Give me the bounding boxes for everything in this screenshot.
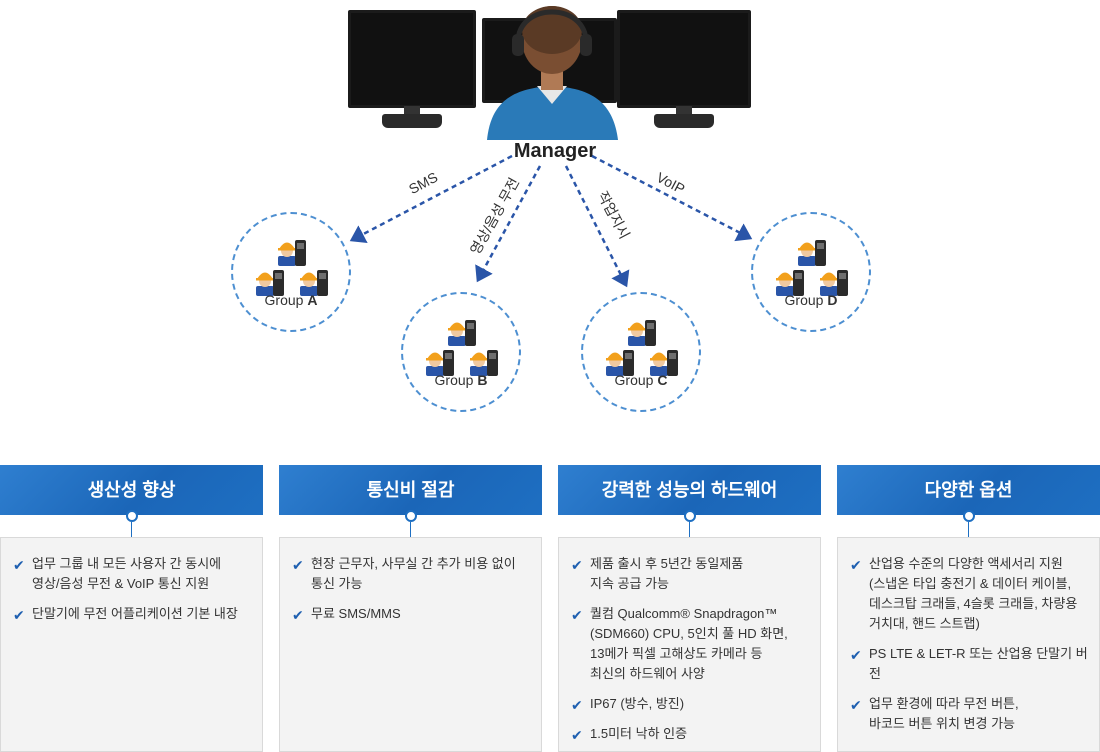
feature-card-options: 다양한 옵션 ✔산업용 수준의 다양한 액세서리 지원 (스냅온 타입 충전기 … [837,465,1100,752]
feature-title: 생산성 향상 [0,465,263,515]
feature-item: ✔무료 SMS/MMS [292,606,401,623]
feature-card-productivity: 생산성 향상 ✔업무 그룹 내 모든 사용자 간 동시에 영상/음성 무전 & … [0,465,263,752]
check-icon: ✔ [13,557,25,573]
check-icon: ✔ [571,557,583,573]
connector [558,510,821,537]
worker-with-device-icon [606,320,678,376]
feature-title: 통신비 절감 [279,465,542,515]
feature-list: ✔산업용 수준의 다양한 액세서리 지원 (스냅온 타입 충전기 & 데이터 케… [850,554,1089,734]
feature-body: ✔업무 그룹 내 모든 사용자 간 동시에 영상/음성 무전 & VoIP 통신… [0,537,263,752]
check-icon: ✔ [571,607,583,623]
group-c-label: Group C [614,372,668,388]
worker-icon [470,350,498,376]
group-b-node: Group B [401,292,521,412]
arrow-sms [349,154,513,244]
manager-label: Manager [513,140,597,162]
connector [279,510,542,537]
feature-item: ✔제품 출시 후 5년간 동일제품 지속 공급 가능 [571,556,744,591]
feature-body: ✔제품 출시 후 5년간 동일제품 지속 공급 가능 ✔퀄컴 Qualcomm®… [558,537,821,752]
check-icon: ✔ [571,727,583,743]
monitor-left [348,10,476,128]
group-c-node: Group C [581,292,701,412]
feature-item: ✔산업용 수준의 다양한 액세서리 지원 (스냅온 타입 충전기 & 데이터 케… [850,556,1078,631]
worker-icon [300,270,328,296]
feature-list: ✔제품 출시 후 5년간 동일제품 지속 공급 가능 ✔퀄컴 Qualcomm®… [571,554,810,744]
worker-icon [776,270,804,296]
group-a-node: Group A [231,212,351,332]
connector [837,510,1100,537]
worker-with-device-icon [776,240,848,296]
check-icon: ✔ [850,647,862,663]
burning-car-image [617,10,751,108]
worker-icon [606,350,634,376]
feature-title: 강력한 성능의 하드웨어 [558,465,821,515]
feature-card-hardware: 강력한 성능의 하드웨어 ✔제품 출시 후 5년간 동일제품 지속 공급 가능 … [558,465,821,752]
feature-item: ✔단말기에 무전 어플리케이션 기본 내장 [13,606,238,623]
check-icon: ✔ [571,697,583,713]
worker-icon [628,320,656,346]
communication-arrows [349,154,753,288]
worker-icon [650,350,678,376]
worker-icon [798,240,826,266]
feature-card-cost-saving: 통신비 절감 ✔현장 근무자, 사무실 간 추가 비용 없이 통신 가능 ✔무료… [279,465,542,752]
connector [0,510,263,537]
feature-item: ✔PS LTE & LET-R 또는 산업용 단말기 버전 [850,646,1088,681]
arrow-video-voice [475,165,542,283]
arrow-voip [591,154,753,242]
check-icon: ✔ [850,697,862,713]
feature-item: ✔IP67 (방수, 방진) [571,696,685,713]
check-icon: ✔ [292,607,304,623]
worker-icon [448,320,476,346]
group-d-label: Group D [784,292,838,308]
headset-icon [512,9,592,56]
group-a-label: Group A [264,292,318,308]
group-d-node: Group D [751,212,871,332]
feature-item: ✔1.5미터 낙하 인증 [571,726,688,743]
feature-item: ✔업무 환경에 따라 무전 버튼, 바코드 버튼 위치 변경 가능 [850,696,1019,731]
worker-icon [256,270,284,296]
manager-avatar [487,6,618,140]
firefighter-scene-image [348,10,476,108]
worker-icon [426,350,454,376]
feature-title: 다양한 옵션 [837,465,1100,515]
monitor-right [617,10,751,128]
worker-icon [278,240,306,266]
worker-icon [820,270,848,296]
check-icon: ✔ [850,557,862,573]
feature-item: ✔업무 그룹 내 모든 사용자 간 동시에 영상/음성 무전 & VoIP 통신… [13,556,222,591]
arrow-work-order [564,165,630,288]
feature-item: ✔현장 근무자, 사무실 간 추가 비용 없이 통신 가능 [292,556,516,591]
feature-item: ✔퀄컴 Qualcomm® Snapdragon™ (SDM660) CPU, … [571,606,788,681]
group-b-label: Group B [434,372,488,388]
check-icon: ✔ [13,607,25,623]
feature-body: ✔현장 근무자, 사무실 간 추가 비용 없이 통신 가능 ✔무료 SMS/MM… [279,537,542,752]
feature-list: ✔현장 근무자, 사무실 간 추가 비용 없이 통신 가능 ✔무료 SMS/MM… [292,554,531,624]
check-icon: ✔ [292,557,304,573]
feature-body: ✔산업용 수준의 다양한 액세서리 지원 (스냅온 타입 충전기 & 데이터 케… [837,537,1100,752]
feature-list: ✔업무 그룹 내 모든 사용자 간 동시에 영상/음성 무전 & VoIP 통신… [13,554,252,624]
worker-with-device-icon [256,240,328,296]
worker-with-device-icon [426,320,498,376]
